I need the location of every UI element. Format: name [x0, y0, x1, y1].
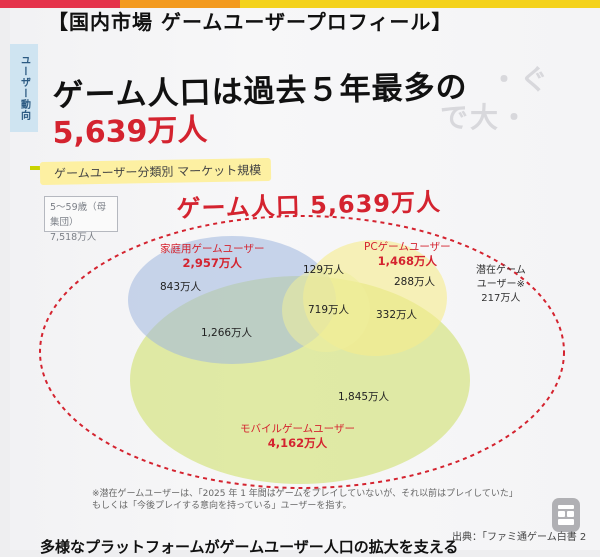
decorative-stripe-yellow: [240, 0, 600, 8]
tile-icon-glyph: [558, 505, 574, 525]
outer-dashed-ellipse: [39, 215, 565, 489]
mobile-users-label: モバイルゲームユーザー 4,162万人: [240, 422, 355, 450]
set-value: 2,957万人: [182, 256, 242, 270]
source-citation: 出典：「ファミ通ゲーム白書 2: [452, 532, 587, 543]
region-label-mobile-only: 1,845万人: [338, 391, 390, 403]
chart-title: ゲーム人口 5,639万人: [176, 188, 442, 223]
side-tab: ユーザー動向: [10, 44, 38, 132]
footnote-line-1: ※潜在ゲームユーザーは、「2025 年 1 年間はゲームをプレイしていないが、そ…: [92, 489, 518, 499]
set-name: モバイルゲームユーザー: [240, 423, 355, 435]
set-value: 4,162万人: [267, 436, 328, 450]
decorative-stripe-red: [0, 0, 120, 8]
latent-line-3: 217万人: [481, 293, 521, 304]
region-label-home-pc: 129万人: [303, 264, 345, 276]
region-label-pc-only: 288万人: [394, 276, 436, 288]
region-label-pc-mobile: 332万人: [376, 309, 418, 321]
decorative-stripe-orange: [120, 0, 240, 8]
set-value: 1,468万人: [377, 254, 438, 268]
region-label-all-three: 719万人: [308, 304, 350, 316]
background-ghost-text: ・ぐ: [490, 63, 551, 96]
region-label-home-only: 843万人: [160, 281, 202, 293]
latent-users-label: 潜在ゲーム ユーザー※ 217万人: [476, 264, 526, 306]
footnote-line-2: もしくは「今後プレイする意向を持っている」ユーザーを指す。: [92, 501, 352, 511]
pc-users-label: PCゲームユーザー 1,468万人: [364, 240, 451, 268]
bottom-caption: 多様なプラットフォームがゲームユーザー人口の拡大を支える: [40, 538, 459, 556]
region-label-home-mobile: 1,266万人: [201, 327, 253, 339]
subheading-marker: [30, 166, 40, 170]
latent-line-1: 潜在ゲーム: [476, 265, 526, 276]
background-ghost-text: で大・: [440, 101, 531, 134]
set-name: 家庭用ゲームユーザー: [160, 243, 265, 255]
page-title: 【国内市場 ゲームユーザープロフィール】: [48, 10, 453, 34]
footnote: ※潜在ゲームユーザーは、「2025 年 1 年間はゲームをプレイしていないが、そ…: [92, 488, 518, 512]
home-console-users-label: 家庭用ゲームユーザー 2,957万人: [160, 242, 264, 270]
home-console-users-circle: [128, 236, 336, 364]
population-base-label: 5～59歳（母集団）: [50, 202, 107, 228]
population-base-box: 5～59歳（母集団） 7,518万人: [44, 196, 118, 243]
triple-overlap-highlight: [282, 268, 370, 352]
side-tab-label: ユーザー動向: [18, 55, 30, 121]
tile-icon[interactable]: [552, 498, 580, 532]
population-base-value: 7,518万人: [50, 232, 97, 243]
latent-line-2: ユーザー※: [476, 279, 525, 290]
set-name: PCゲームユーザー: [364, 241, 451, 253]
